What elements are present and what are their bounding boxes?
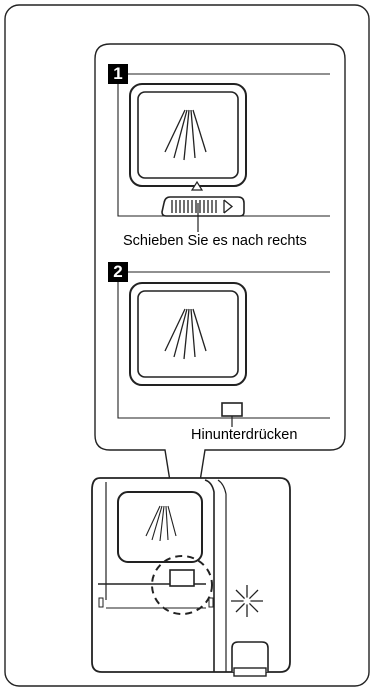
step-number-badge: 1 (108, 64, 128, 84)
spray-icon (164, 109, 207, 161)
step1-caption: Schieben Sie es nach rechts (122, 233, 308, 249)
step2-caption: Hinunterdrücken (190, 427, 299, 443)
push-button (221, 402, 243, 417)
slider-handle (161, 196, 245, 232)
highlight-circle (151, 555, 213, 615)
pointer-triangle (190, 180, 204, 191)
step1-panel (117, 73, 330, 232)
spray-icon (164, 308, 207, 360)
dispenser-device (91, 477, 291, 677)
step-number-badge: 2 (108, 262, 128, 282)
step2-panel (117, 271, 330, 434)
